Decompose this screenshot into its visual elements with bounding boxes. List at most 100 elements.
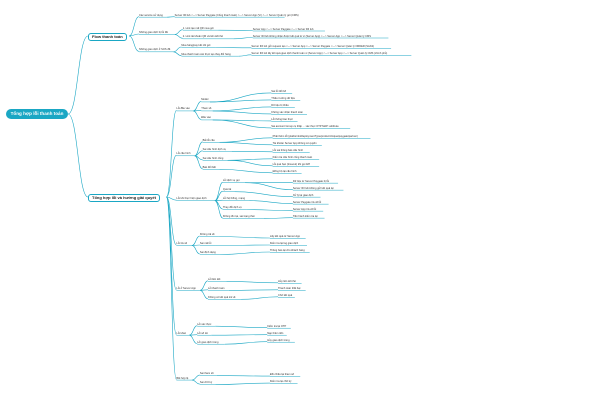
item-node[interactable]: Sai mã lỗi (199, 242, 212, 245)
sub-node[interactable]: Lỗi sai thông báo cấu hình (272, 148, 304, 152)
sub-node[interactable]: Xử lý lại giao dịch (292, 193, 314, 197)
item-node[interactable]: Model (201, 98, 209, 102)
sub-connector (215, 382, 270, 385)
sub-connector (238, 54, 252, 57)
sub-node[interactable]: Kiểm tra lại OTP (267, 324, 287, 328)
sub-node[interactable]: Lỗi thông báo thực (271, 117, 293, 121)
item-connector (194, 155, 203, 170)
sub-connector (249, 200, 293, 204)
sub-connector (246, 209, 293, 211)
sub-node[interactable]: Dữ liệu từ Server Paygate bị lỗi (292, 179, 330, 183)
sub-connector (219, 137, 273, 143)
sub-connector (215, 244, 270, 246)
group-connector (166, 154, 177, 198)
sub-node[interactable]: Không xác nhận thanh toán (271, 110, 303, 114)
item-node[interactable]: 1. Link tạo mã QR mua gói (182, 26, 214, 30)
item-node[interactable]: Bảo đổi bất (202, 165, 216, 169)
item-connector (191, 374, 200, 381)
item-node[interactable]: Lỗi giao dịch trùng (197, 340, 219, 344)
sub-node[interactable]: Kiểm tra lại chữ ký (269, 380, 292, 384)
item-connector (174, 34, 183, 39)
sub-node[interactable]: Hủy giao dịch trùng (267, 338, 290, 342)
item-node[interactable]: Bắt lỗi cấu (202, 138, 215, 142)
root-node[interactable]: Tổng hợp lỗi thanh toán (6, 109, 68, 119)
item-node[interactable]: Quá tải (222, 188, 232, 192)
item-node[interactable]: 2. Link tài khoản QR và liên kết thẻ (182, 35, 223, 39)
item-connector (174, 29, 183, 35)
item-node[interactable]: Không tồn tại, sai trạng thái (222, 215, 255, 219)
sub-node[interactable]: Phải thêm lỗi (platformId/deploymentType… (272, 134, 358, 138)
sub-node[interactable]: Thiếu trường dữ liệu (271, 96, 296, 100)
group-connector (166, 110, 177, 198)
group-node[interactable]: Lỗi khác (176, 331, 187, 335)
sub-node[interactable]: Đối chiếu lại tham số (269, 373, 294, 377)
group-node[interactable]: Lỗi ở Server App (176, 286, 196, 290)
item-node[interactable]: Mua thành toán các thực tạo thay đổi hàn… (181, 52, 231, 56)
item-node[interactable]: Không trả về (199, 233, 215, 236)
sub-connector (227, 158, 273, 161)
sub-node[interactable]: Nạp thêm tiền (267, 331, 284, 335)
item-node[interactable]: Mua hàng/pay kết nối gói (181, 44, 211, 47)
sub-node[interactable]: Dữ liệu bị thiếu (271, 103, 289, 107)
sub-node[interactable]: Lấy kết quả từ Server App (269, 235, 301, 238)
sub-node[interactable]: Tài khoản Server App không có quyền (272, 141, 317, 145)
item-connector (199, 290, 209, 300)
sub-connector (241, 296, 279, 300)
item-node[interactable]: Sai chữ ký (199, 381, 213, 385)
group-node[interactable]: Bất hợp lệ (176, 376, 189, 380)
branch-node[interactable]: Tổng hợp lỗi và hướng giải quyết (88, 194, 160, 202)
sub-node[interactable]: Lỗi quá hạn (timeout) khi gọi API (272, 162, 311, 166)
sub-node[interactable]: Server IDI lub không nhận được kết quả t… (252, 34, 371, 38)
sub-node[interactable]: Kiểm tra lại log giao dịch (269, 242, 299, 245)
group-node[interactable]: Lỗi cấu hình (176, 152, 191, 156)
item-node[interactable]: Sai tham số (199, 372, 214, 376)
sub-node[interactable]: Server App <---> Server Paygate <---> Se… (252, 27, 314, 31)
group-node[interactable]: Những giao dịch ở SOS đề (139, 48, 171, 52)
sub-connector (211, 334, 268, 336)
item-node[interactable]: Sai định dạng (199, 251, 216, 254)
sub-node[interactable]: Server IDI lub gửi request tạo <---> Ser… (251, 44, 375, 48)
item-node[interactable]: Lỗi liên kết (208, 277, 221, 281)
sub-node[interactable]: Kiểm tra cấu hình cổng thanh toán (272, 155, 313, 159)
sub-node[interactable]: Server Paygate trả về lỗi (292, 200, 322, 204)
item-node[interactable]: Server IDI lub <---> Server Paygate (Cổn… (174, 13, 299, 17)
item-node[interactable]: Không có kết quả trả về (208, 295, 236, 299)
item-connector (173, 51, 182, 56)
branch-node[interactable]: Flow thanh toán (88, 33, 127, 41)
item-node[interactable]: Lỗi hệ thống, mạng (222, 197, 246, 201)
sub-node[interactable]: Chờ kết quả (278, 293, 293, 297)
sub-connector (212, 106, 272, 112)
group-node[interactable]: Lỗi khi thực hiện giao dịch (176, 197, 207, 201)
sub-node[interactable]: Server IDI lub không gửi kết quả lại (292, 186, 334, 190)
sub-node[interactable]: Server App trả về lỗi (292, 207, 317, 211)
item-node[interactable]: Lỗi dịch vụ gọi (222, 179, 240, 183)
item-node[interactable]: Đầu vào (201, 116, 211, 120)
item-node[interactable]: Lỗi thanh toán (208, 286, 225, 290)
item-node[interactable]: Thay đổi dịch vụ (222, 206, 242, 210)
group-node[interactable]: Lỗi đầu vào (176, 107, 190, 111)
group-node[interactable]: Lỗi trả về (176, 242, 188, 245)
item-connector (189, 334, 198, 345)
sub-node[interactable]: Đồng bộ lại cấu hình (272, 169, 297, 173)
item-connector (214, 200, 223, 219)
group-connector (128, 16, 140, 37)
sub-node[interactable]: Server IDI lub lấy kết quả giao dịch tha… (251, 51, 388, 55)
sub-node[interactable]: Thanh toán thất bại (278, 286, 301, 290)
group-node[interactable]: Các service sử dụng (139, 13, 163, 17)
sub-node[interactable]: Hủy liên kết thẻ (278, 279, 296, 283)
item-node[interactable]: Sai cấu hình cổng (202, 156, 224, 160)
sub-node[interactable]: Sai lỗi đổi bố (271, 89, 287, 93)
item-node[interactable]: Tham số (201, 107, 212, 111)
item-node[interactable]: Lỗi xác thực (197, 322, 212, 326)
sub-connector (245, 182, 293, 190)
item-connector (166, 16, 175, 18)
group-node[interactable]: Những giao dịch bị lỗi đã (139, 31, 168, 34)
sub-connector (263, 217, 293, 219)
branch-connector (67, 35, 89, 115)
item-node[interactable]: Lỗi số dư (197, 331, 209, 335)
sub-node[interactable]: Thông báo lại cho khách hàng (269, 249, 305, 252)
item-node[interactable]: Sai cấu hình dịch vụ (202, 147, 226, 151)
sub-node[interactable]: Sai account Group cụ thấp ... xác thực O… (271, 124, 339, 128)
sub-node[interactable]: Tiến hành kiểm tra lại (292, 214, 318, 218)
